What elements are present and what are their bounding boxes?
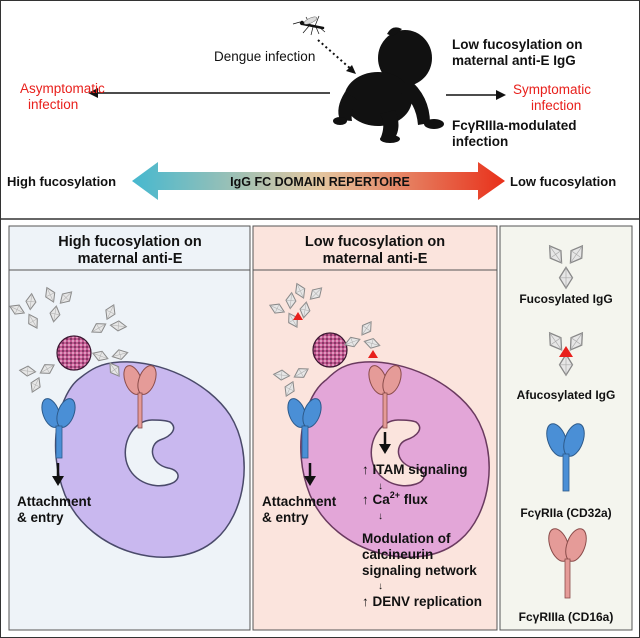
repertoire-arrow: [132, 162, 505, 200]
low-fuc-note-line1: Low fucosylation on: [452, 37, 583, 52]
modulation-line1: Modulation of: [362, 531, 451, 546]
virus-particle: [56, 335, 92, 371]
itam-signaling: ↑ ITAM signaling: [362, 462, 468, 477]
legend-fucosylated: Fucosylated IgG: [519, 292, 612, 306]
legend-cd32-icon: [546, 423, 585, 492]
mid-attach-line2: & entry: [262, 510, 309, 525]
left-attach-line1: Attachment: [17, 494, 92, 509]
symptomatic-line1: Symptomatic: [513, 82, 591, 97]
legend-cd16-icon: [548, 528, 587, 599]
dengue-label: Dengue infection: [214, 49, 315, 64]
high-fucosylation-label: High fucosylation: [7, 174, 116, 189]
legend-content: Fucosylated IgG Afucosylated IgG FcγRIIa…: [517, 242, 616, 624]
legend-cd32: FcγRIIa (CD32a): [520, 506, 611, 520]
cell-body-pink: [300, 361, 490, 558]
dotted-arrow: [317, 39, 353, 71]
fcgr2a-receptor-mid: [287, 398, 322, 459]
ca-flux: ↑ Ca2+ flux: [362, 490, 428, 507]
left-attach-line2: & entry: [17, 510, 64, 525]
asymptomatic-line1: Asymptomatic: [20, 81, 105, 96]
top-section: Dengue infection Asymptomatic infection …: [7, 15, 616, 200]
baby-icon: [333, 27, 444, 143]
mid-attach-line1: Attachment: [262, 494, 337, 509]
low-fuc-note-line2: maternal anti-E IgG: [452, 53, 576, 68]
mid-title-line2: maternal anti-E: [323, 251, 428, 267]
legend-cd16: FcγRIIIa (CD16a): [519, 610, 614, 624]
afucose-legend-marker: [559, 346, 573, 357]
fcgr3a-receptor-mid: [368, 365, 402, 429]
cascade-arrow-2: ↓: [378, 511, 383, 522]
mosquito-icon: [292, 15, 326, 36]
repertoire-label: IgG FC DOMAIN REPERTOIRE: [230, 175, 410, 189]
left-title-line2: maternal anti-E: [78, 251, 183, 267]
left-panel-content: High fucosylation on maternal anti-E At: [5, 234, 245, 558]
low-fucosylation-label: Low fucosylation: [510, 174, 616, 189]
virus-particle-mid: [312, 332, 348, 368]
fcg-note-line1: FcγRIIIa-modulated: [452, 118, 577, 133]
fcgr3a-receptor: [123, 365, 157, 429]
afucose-marker: [293, 312, 303, 320]
fcg-note-line2: infection: [452, 134, 508, 149]
afucose-marker: [368, 350, 378, 358]
left-title-line1: High fucosylation on: [58, 234, 201, 250]
cascade-arrow-3: ↓: [378, 581, 383, 592]
modulation-line2: calcineurin: [362, 547, 433, 562]
cascade-arrow-1: ↓: [378, 481, 383, 492]
symptomatic-line2: infection: [531, 98, 581, 113]
mid-title-line1: Low fucosylation on: [305, 234, 445, 250]
modulation-line3: signaling network: [362, 563, 477, 578]
denv-replication: ↑ DENV replication: [362, 594, 482, 609]
fcgr2a-receptor: [41, 398, 76, 459]
middle-panel-content: Low fucosylation on maternal anti-E Atta…: [262, 234, 490, 609]
asymptomatic-line2: infection: [28, 97, 78, 112]
legend-afucosylated: Afucosylated IgG: [517, 388, 616, 402]
